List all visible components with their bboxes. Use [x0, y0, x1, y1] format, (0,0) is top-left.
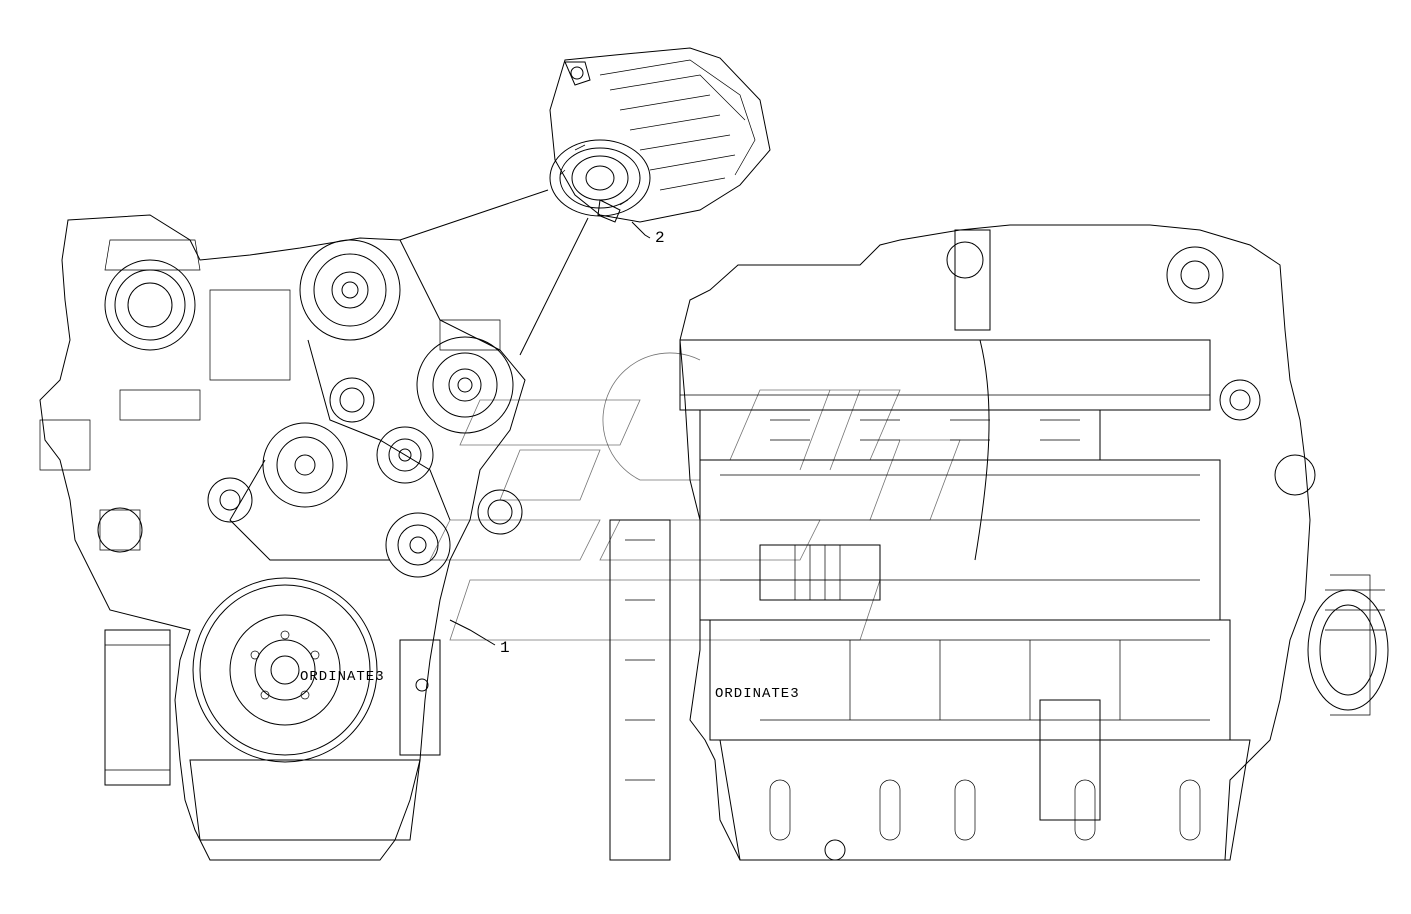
callout-2: 2 — [655, 229, 665, 247]
engine-front-view — [39, 214, 526, 861]
engine-side-view — [609, 224, 1389, 861]
ordinate-label-right: ORDINATE3 — [715, 686, 800, 702]
callout-1: 1 — [500, 639, 510, 657]
watermark-logo — [429, 352, 961, 641]
ordinate-label-left: ORDINATE3 — [300, 669, 385, 685]
alternator-exploded — [549, 47, 771, 223]
